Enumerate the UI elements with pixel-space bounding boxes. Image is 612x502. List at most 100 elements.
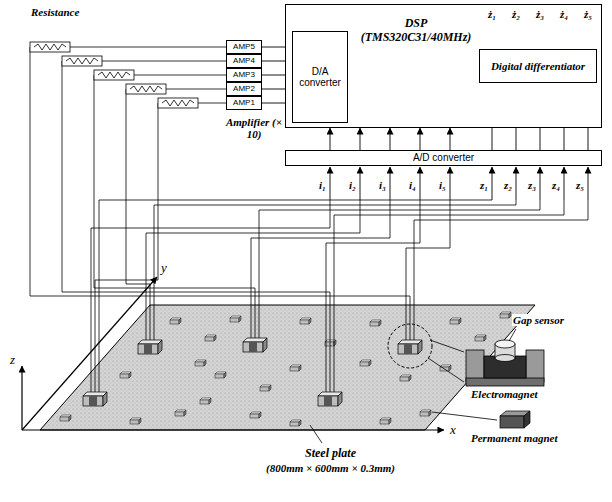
- permanent-magnet: [205, 337, 214, 341]
- input-arrow: [588, 167, 589, 200]
- permanent-magnet: [379, 320, 381, 326]
- node-text: A/D converter: [413, 152, 474, 164]
- x-axis: [22, 429, 444, 430]
- signal-label: ż₃: [535, 8, 545, 20]
- permanent-magnet: [449, 365, 451, 371]
- signal-arrow: [330, 128, 331, 150]
- permanent-magnet: [139, 418, 141, 424]
- electromagnet-coil: [89, 396, 97, 406]
- signal-label: i₃: [378, 179, 387, 191]
- resistor-symbol: [34, 44, 66, 50]
- node-text: AMP4: [233, 56, 255, 65]
- signal-arrow: [360, 128, 361, 150]
- permanent-magnet: [475, 337, 484, 341]
- steel-plate: [40, 305, 535, 430]
- permanent-magnet: [250, 414, 259, 418]
- node-text: AMP5: [233, 42, 255, 51]
- resistor-symbol: [62, 56, 102, 66]
- electromagnet: [418, 340, 422, 354]
- gap-wire: [154, 200, 516, 341]
- part-label: Gap sensor: [512, 314, 565, 326]
- permanent-magnet: [179, 318, 181, 324]
- resistor-symbol: [94, 70, 134, 80]
- permanent-magnet: [400, 377, 409, 381]
- signal-label: i₂: [348, 179, 357, 191]
- permanent-magnet-detail: [500, 411, 530, 428]
- resistor-symbol: [130, 86, 162, 92]
- callout-line: [430, 340, 464, 352]
- callout-circle: [388, 324, 432, 368]
- permanent-magnet: [129, 372, 131, 378]
- permanent-magnet: [259, 412, 261, 418]
- permanent-magnet: [204, 360, 206, 366]
- permanent-magnet: [484, 335, 486, 341]
- coil-wire: [126, 89, 150, 341]
- current-wire: [91, 200, 330, 393]
- axis-label: y: [160, 260, 168, 276]
- signal-label: i₅: [438, 179, 447, 191]
- amplifier-box: AMP3: [226, 68, 262, 82]
- permanent-magnet: [209, 398, 211, 404]
- current-wire: [251, 200, 390, 339]
- permanent-magnet: [239, 316, 241, 322]
- permanent-magnet: [230, 318, 239, 322]
- signal-arrow: [420, 128, 421, 150]
- signal-label: i₄: [408, 179, 417, 191]
- signal-label: z₂: [503, 179, 513, 191]
- input-arrow: [360, 167, 361, 200]
- signal-label: ż₄: [559, 8, 569, 20]
- permanent-magnet: [120, 374, 129, 378]
- y-axis: [22, 277, 157, 430]
- resistor-symbol: [98, 72, 130, 78]
- leader-line: [310, 425, 322, 443]
- input-arrow: [516, 167, 517, 200]
- amplifier-wire: [102, 61, 226, 62]
- electromagnet-detail: [466, 340, 544, 386]
- permanent-magnet: [309, 318, 311, 324]
- permanent-magnet: [429, 410, 431, 416]
- amplifier-box: AMP2: [226, 82, 262, 96]
- processor-block: DSP (TMS320C31/40MHz)D/A converterDigita…: [285, 4, 602, 128]
- signal-label: z₅: [575, 179, 585, 191]
- amplifier-box: AMP5: [226, 40, 262, 54]
- permanent-magnet: [380, 420, 389, 424]
- part-label: Resistance: [30, 6, 80, 18]
- permanent-magnet: [170, 320, 179, 324]
- part-label: Electromagnet: [470, 388, 539, 400]
- node-text: DSP (TMS320C31/40MHz): [352, 17, 480, 45]
- electromagnet-coil: [249, 342, 257, 352]
- differentiator-box: Digital differentiator: [479, 49, 597, 83]
- signal-label: i₁: [318, 179, 327, 191]
- amplifier-wire: [166, 89, 226, 90]
- signal-label: z₁: [479, 179, 489, 191]
- input-arrow: [330, 167, 331, 200]
- permanent-magnet: [184, 410, 186, 416]
- signal-arrow: [390, 128, 391, 150]
- electromagnet: [243, 342, 263, 352]
- node-text: Digital differentiator: [491, 60, 585, 73]
- permanent-magnet: [175, 412, 184, 416]
- part-label: Steel plate: [304, 446, 357, 461]
- input-arrow: [420, 167, 421, 200]
- permanent-magnet: [224, 372, 226, 378]
- resistor-symbol: [66, 58, 98, 64]
- permanent-magnet: [290, 367, 299, 371]
- permanent-magnet: [260, 387, 269, 391]
- electromagnet: [398, 344, 418, 354]
- amplifier-box: AMP4: [226, 54, 262, 68]
- input-arrow: [540, 167, 541, 200]
- resistor-symbol: [30, 42, 70, 52]
- dimension-label: (800mm × 600mm × 0.3mm): [265, 462, 396, 474]
- part-label: Amplifier (× 10): [224, 116, 284, 140]
- permanent-magnet: [195, 362, 204, 366]
- signal-label: ż₂: [511, 8, 521, 20]
- signal-label: ż₅: [583, 8, 593, 20]
- amplifier-box: AMP1: [226, 96, 262, 110]
- electromagnet: [338, 392, 342, 406]
- gap-wire: [334, 200, 564, 393]
- permanent-magnet: [290, 422, 299, 426]
- electromagnet: [83, 396, 103, 406]
- electromagnet-coil: [404, 344, 412, 354]
